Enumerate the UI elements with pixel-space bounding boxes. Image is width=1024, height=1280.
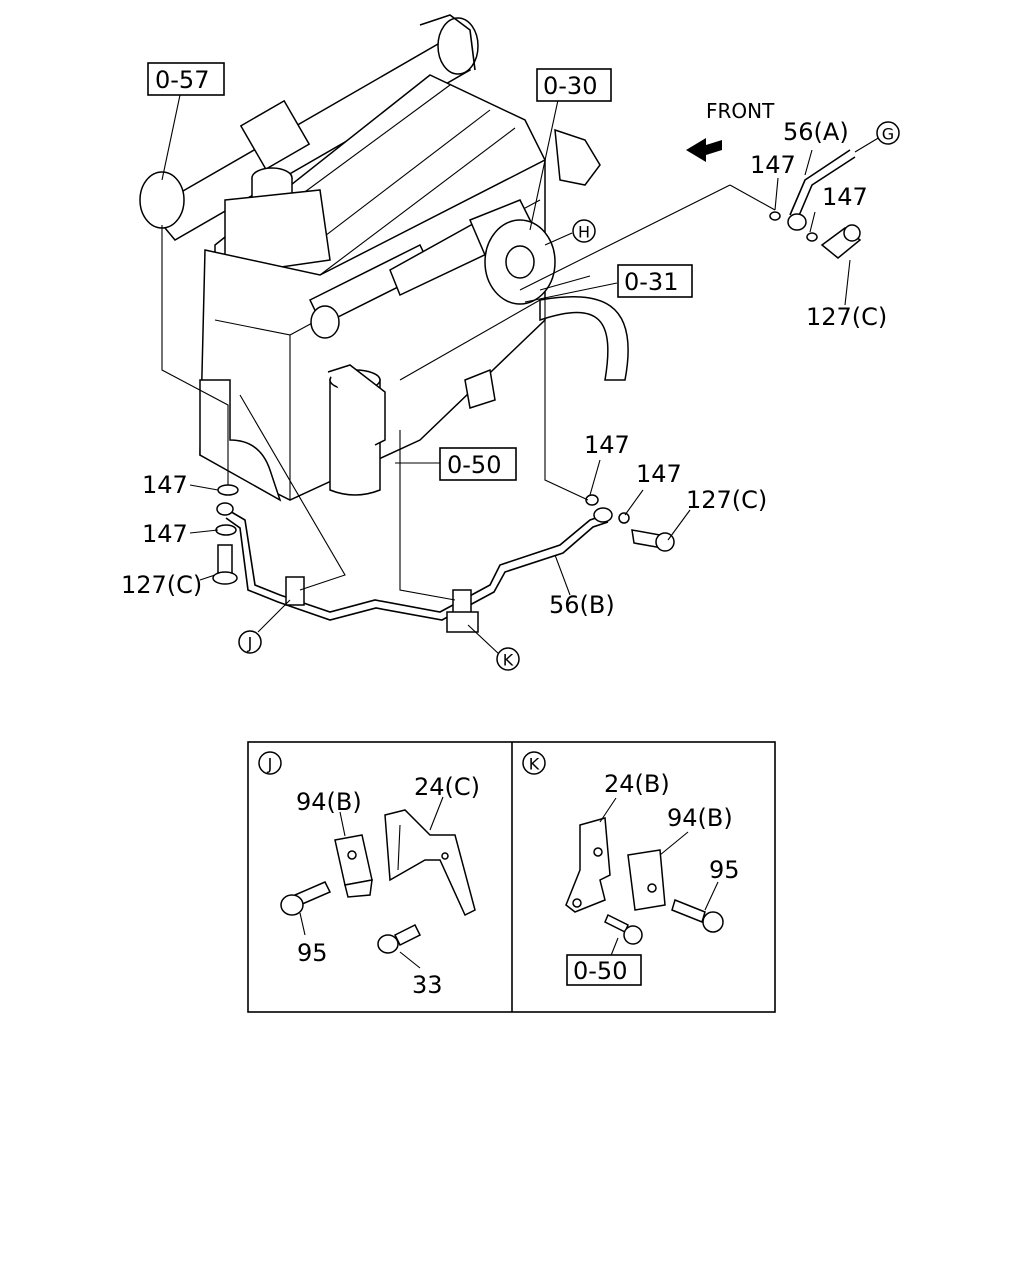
detail-k: K 24(B) 94(B) 95 0-50 — [522, 751, 740, 986]
oil-pipe-56a — [769, 149, 862, 259]
svg-text:G: G — [882, 125, 894, 144]
label-56a: 56(A) — [783, 118, 849, 146]
svg-text:0-50: 0-50 — [447, 451, 501, 479]
callout-g: G — [876, 121, 900, 145]
label-147-top-left: 147 — [750, 151, 796, 179]
detail-k-label-95: 95 — [709, 856, 740, 884]
detail-panels — [247, 741, 776, 1013]
callout-k: K — [496, 647, 520, 671]
label-147-left-b: 147 — [142, 520, 188, 548]
svg-text:0-31: 0-31 — [624, 268, 678, 296]
label-127c-left: 127(C) — [121, 571, 202, 599]
front-label: FRONT — [706, 99, 775, 123]
label-147-mid-b: 147 — [636, 460, 682, 488]
leader-lines — [161, 94, 881, 656]
detail-j-label-95: 95 — [297, 939, 328, 967]
ref-box-0-50-k: 0-50 — [573, 957, 627, 985]
engine-illustration — [139, 14, 629, 502]
detail-k-label-24b: 24(B) — [604, 770, 670, 798]
detail-j-label-94b: 94(B) — [296, 788, 362, 816]
fastener-set-left — [212, 484, 239, 585]
label-56b: 56(B) — [549, 591, 615, 619]
detail-j-title: J — [267, 755, 273, 774]
front-arrow-icon — [686, 138, 722, 162]
ref-box-0-30: 0-30 — [536, 68, 612, 102]
detail-j-label-33: 33 — [412, 971, 443, 999]
svg-text:K: K — [503, 651, 514, 670]
label-127c-mid: 127(C) — [686, 486, 767, 514]
hidden-lines — [161, 225, 589, 601]
fastener-set-mid — [585, 494, 675, 552]
svg-text:H: H — [578, 223, 590, 242]
svg-text:0-30: 0-30 — [543, 72, 597, 100]
callout-j: J — [238, 630, 262, 654]
detail-j-label-24c: 24(C) — [414, 773, 480, 801]
svg-text:0-57: 0-57 — [155, 66, 209, 94]
label-147-top-right: 147 — [822, 183, 868, 211]
label-147-mid-a: 147 — [584, 431, 630, 459]
label-147-left-a: 147 — [142, 471, 188, 499]
ref-box-0-50: 0-50 — [439, 447, 517, 481]
label-127c-top: 127(C) — [806, 303, 887, 331]
detail-k-label-94b: 94(B) — [667, 804, 733, 832]
callout-h: H — [572, 219, 596, 243]
detail-j: J 94(B) 24(C) 95 33 — [258, 751, 480, 999]
ref-box-0-57: 0-57 — [147, 62, 225, 96]
ref-box-0-31: 0-31 — [617, 264, 693, 298]
detail-k-title: K — [529, 755, 540, 774]
svg-text:J: J — [247, 634, 253, 653]
